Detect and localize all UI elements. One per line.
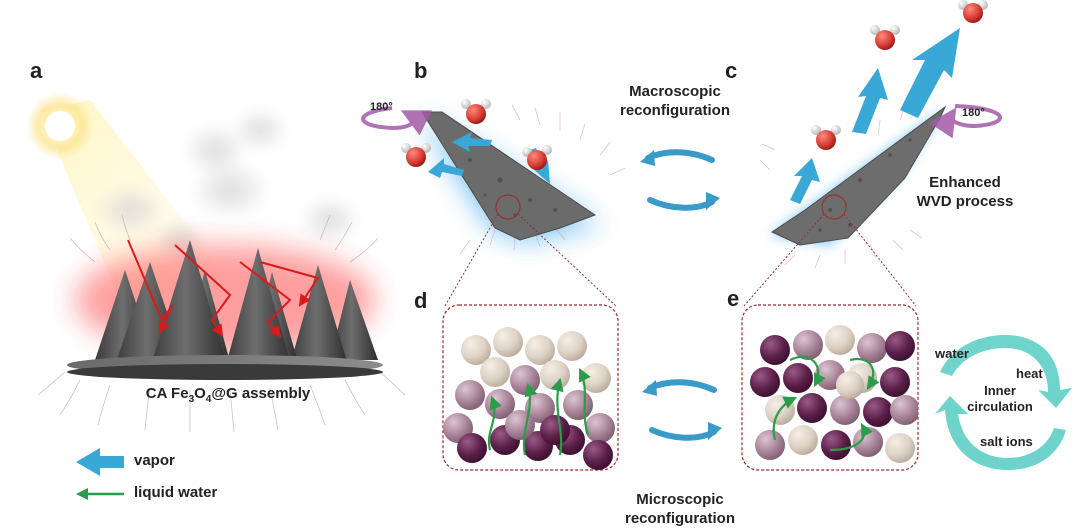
b-rotation-arrow [361, 106, 433, 136]
panel-label-e: e [727, 286, 739, 311]
c-zoom-circle [821, 194, 847, 220]
light-rays [127, 239, 320, 338]
c-rotation-arrow [929, 104, 1002, 139]
circulation-water-label: water [935, 346, 969, 361]
legend-vapor-label: vapor [134, 452, 175, 469]
e-liquid-flow-arrows [772, 355, 880, 452]
c-vapor-arrows [790, 28, 960, 204]
b-water-molecules [401, 99, 552, 170]
legend-vapor-arrow [76, 448, 124, 476]
panel-label-c: c [725, 58, 737, 83]
enhanced-wvd-label: Enhanced WVD process [905, 173, 1025, 211]
d-liquid-flow-arrows [487, 368, 591, 456]
microscopic-cycle-arrows [642, 379, 722, 441]
circulation-heat-label: heat [1016, 366, 1043, 381]
panel-e-particles-reconfigured: e [727, 286, 919, 471]
c-evaporator-body [770, 105, 947, 246]
circulation-salt-label: salt ions [980, 434, 1033, 449]
microscopic-line2: reconfiguration [624, 510, 735, 527]
legend-liquid-arrow-head [76, 488, 88, 500]
inner-circulation-ring [935, 335, 1072, 470]
microscopic-reconfiguration-label: Microscopic reconfiguration [605, 490, 755, 528]
cone-array [95, 240, 378, 368]
assembly-label: CA Fe3O4@G assembly [145, 385, 311, 405]
panel-d-particles-initial: d [414, 288, 619, 471]
wvd-line2: WVD process [916, 193, 1014, 210]
macroscopic-line2: reconfiguration [619, 102, 730, 119]
zoom-guide-lines [444, 213, 917, 307]
panel-a-solar-evaporator: a [26, 58, 406, 433]
wvd-line1: Enhanced [929, 174, 1001, 191]
b-zoom-circle [495, 194, 521, 220]
c-rotation-label: 180° [962, 107, 985, 119]
heat-field-lines [37, 214, 406, 433]
legend [76, 448, 124, 500]
inner-circulation-label: Inner circulation [960, 383, 1040, 415]
macroscopic-cycle-arrows [640, 149, 720, 211]
c-water-molecules [811, 0, 988, 150]
panel-label-a: a [30, 58, 43, 83]
microscopic-line1: Microscopic [636, 491, 724, 508]
b-evaporator-body [421, 111, 597, 241]
legend-liquid-label: liquid water [134, 484, 218, 501]
panel-label-d: d [414, 288, 427, 313]
macroscopic-reconfiguration-label: Macroscopic reconfiguration [600, 82, 750, 120]
inner-line2: circulation [967, 399, 1033, 414]
b-rotation-label: 180° [370, 101, 393, 113]
inner-line1: Inner [984, 383, 1016, 398]
panel-b-evaporator-initial: b 180° [361, 58, 626, 255]
panel-label-b: b [414, 58, 427, 83]
panel-c-evaporator-rotated: c 180° [725, 0, 1002, 269]
macroscopic-line1: Macroscopic [629, 83, 721, 100]
c-field-lines [759, 105, 923, 269]
